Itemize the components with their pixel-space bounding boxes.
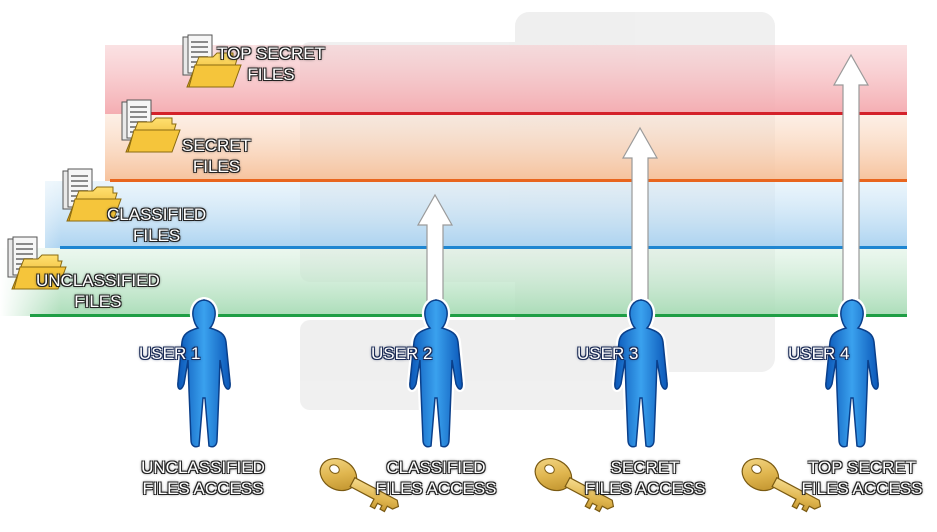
level-label-line1: TOP SECRET: [217, 44, 326, 63]
level-label: SECRET FILES: [182, 135, 251, 177]
line-unclassified: [30, 314, 907, 317]
up-arrow-icon: [621, 126, 659, 303]
user-name-label: USER 3: [577, 344, 639, 363]
access-label-line1: UNCLASSIFIED: [141, 458, 265, 477]
access-label-line2: FILES ACCESS: [801, 479, 923, 498]
folder-documents-icon: [62, 168, 122, 222]
user-name-label: USER 2: [371, 344, 433, 363]
up-arrow-icon: [416, 193, 454, 303]
access-label-line1: SECRET: [610, 458, 680, 477]
key-icon: [741, 458, 822, 513]
user-silhouette-icon: [611, 297, 671, 450]
level-label-line2: FILES: [247, 65, 295, 84]
line-classified: [60, 246, 907, 249]
access-level-label: UNCLASSIFIED FILES ACCESS: [123, 457, 283, 499]
level-label: TOP SECRET FILES: [217, 43, 325, 85]
folder-documents-icon: [7, 236, 67, 290]
access-label-line2: FILES ACCESS: [375, 479, 497, 498]
level-label-line2: FILES: [74, 292, 122, 311]
folder-documents-icon: [182, 34, 242, 88]
security-bands: [0, 40, 907, 330]
user-name-label: USER 1: [139, 344, 201, 363]
icons-layer: [7, 34, 882, 513]
level-label-line1: UNCLASSIFIED: [36, 271, 160, 290]
access-label-line1: TOP SECRET: [807, 458, 916, 477]
access-level-label: CLASSIFIED FILES ACCESS: [356, 457, 516, 499]
user-silhouette-icon: [822, 297, 882, 450]
access-level-label: TOP SECRET FILES ACCESS: [782, 457, 937, 499]
access-label-line2: FILES ACCESS: [142, 479, 264, 498]
user-name-label: USER 4: [788, 344, 850, 363]
folder-icon: [11, 254, 67, 290]
line-top-secret: [150, 112, 907, 115]
up-arrow-icon: [832, 53, 870, 303]
level-label-line2: FILES: [132, 226, 181, 245]
access-level-label: SECRET FILES ACCESS: [565, 457, 725, 499]
folder-documents-icon: [121, 99, 181, 153]
line-secret: [110, 179, 907, 182]
user-silhouette-icon: [174, 297, 234, 450]
level-label: UNCLASSIFIED FILES: [36, 270, 160, 312]
level-label-line1: SECRET: [182, 136, 251, 155]
folder-icon: [186, 52, 242, 88]
folder-icon: [125, 117, 181, 153]
level-label-line1: CLASSIFIED: [107, 205, 207, 224]
folder-icon: [66, 186, 122, 222]
key-icon: [319, 458, 400, 513]
user-silhouette-icon: [406, 297, 466, 450]
access-label-line1: CLASSIFIED: [386, 458, 486, 477]
key-icon: [534, 458, 615, 513]
access-label-line2: FILES ACCESS: [584, 479, 706, 498]
level-label-line2: FILES: [192, 157, 241, 176]
level-label: CLASSIFIED FILES: [107, 204, 206, 246]
